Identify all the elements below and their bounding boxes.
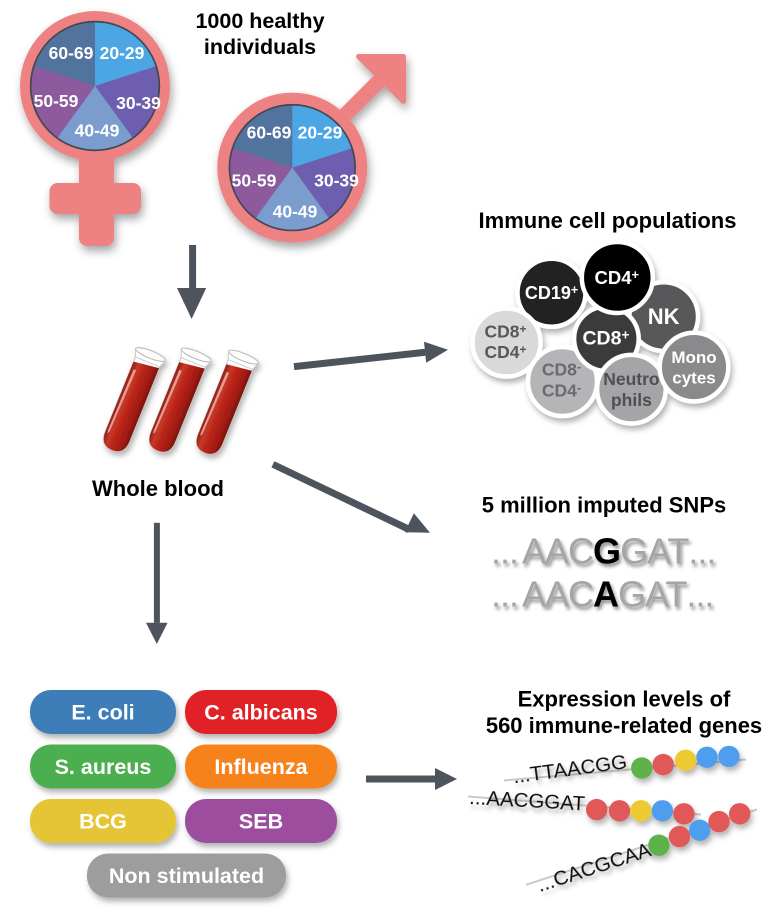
svg-text:50-59: 50-59 xyxy=(232,171,277,191)
svg-text:40-49: 40-49 xyxy=(75,121,120,141)
svg-text:cytes: cytes xyxy=(672,369,715,388)
svg-text:Influenza: Influenza xyxy=(214,755,308,779)
svg-text:20-29: 20-29 xyxy=(100,43,145,63)
svg-text:phils: phils xyxy=(611,390,652,410)
svg-text:NK: NK xyxy=(648,304,680,329)
svg-text:CD8-: CD8- xyxy=(542,359,581,380)
svg-text:Neutro: Neutro xyxy=(603,369,659,389)
svg-text:individuals: individuals xyxy=(204,35,316,59)
svg-text:40-49: 40-49 xyxy=(273,202,318,222)
svg-text:20-29: 20-29 xyxy=(298,123,343,143)
svg-text:1000 healthy: 1000 healthy xyxy=(195,9,324,33)
svg-text:CD19+: CD19+ xyxy=(525,283,578,303)
svg-text:Mono: Mono xyxy=(671,348,716,367)
svg-text:560 immune-related genes: 560 immune-related genes xyxy=(486,713,762,738)
svg-text:CD4+: CD4+ xyxy=(484,342,526,362)
svg-text:30-39: 30-39 xyxy=(116,93,161,113)
svg-text:CD4-: CD4- xyxy=(542,380,581,401)
svg-text:CD8+: CD8+ xyxy=(484,322,526,342)
svg-text:BCG: BCG xyxy=(79,810,127,834)
svg-text:E. coli: E. coli xyxy=(71,701,134,725)
svg-text:CD4+: CD4+ xyxy=(594,267,639,288)
svg-text:60-69: 60-69 xyxy=(49,43,94,63)
svg-text:30-39: 30-39 xyxy=(314,171,359,191)
svg-text:S. aureus: S. aureus xyxy=(55,755,152,779)
svg-text:CD8+: CD8+ xyxy=(582,328,629,350)
svg-text:60-69: 60-69 xyxy=(247,123,292,143)
svg-text:Expression levels of: Expression levels of xyxy=(518,687,731,712)
svg-text:50-59: 50-59 xyxy=(34,91,79,111)
svg-text:Non stimulated: Non stimulated xyxy=(109,864,264,888)
svg-text:5 million imputed SNPs: 5 million imputed SNPs xyxy=(482,493,726,518)
svg-text:C. albicans: C. albicans xyxy=(204,701,318,725)
svg-text:SEB: SEB xyxy=(239,810,283,834)
svg-text:...AACGGAT...: ...AACGGAT... xyxy=(491,531,715,572)
svg-text:...AACAGAT...: ...AACAGAT... xyxy=(491,574,713,615)
svg-text:Whole blood: Whole blood xyxy=(92,476,224,501)
svg-text:Immune cell populations: Immune cell populations xyxy=(479,208,737,233)
